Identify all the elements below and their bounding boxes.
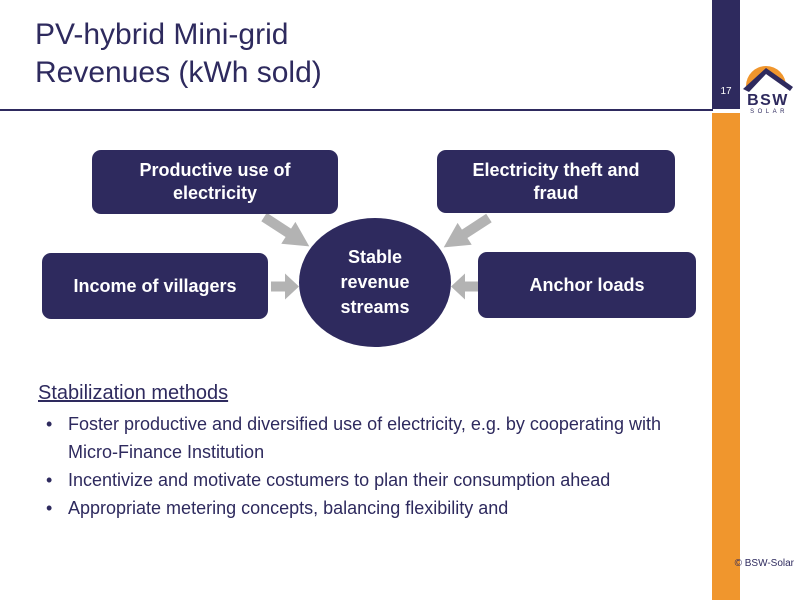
title-divider-line — [0, 109, 713, 111]
slide-title-line-1: PV-hybrid Mini-grid — [35, 18, 289, 51]
notes-bullet-list: Foster productive and diversified use of… — [38, 410, 666, 522]
bsw-solar-logo: BSW SOLAR — [743, 66, 793, 115]
logo-text-main: BSW — [747, 92, 789, 109]
bullet-item: Foster productive and diversified use of… — [38, 410, 666, 466]
arrow-down-left-icon — [443, 213, 492, 248]
slide-title-line-2: Revenues (kWh sold) — [35, 56, 322, 89]
diagram-box-income-of-villagers: Income of villagers — [42, 253, 268, 319]
page-number-strip: 17 — [712, 0, 740, 109]
diagram-center-stable-revenue: Stable revenue streams — [299, 218, 451, 347]
logo-text-sub: SOLAR — [750, 109, 788, 115]
copyright-text: © BSW-Solar — [734, 558, 794, 569]
slide-title: PV-hybrid Mini-grid Revenues (kWh sold) — [35, 16, 322, 92]
arrow-left-icon — [451, 273, 479, 300]
notes-heading: Stabilization methods — [38, 382, 229, 404]
bullet-item: Incentivize and motivate costumers to pl… — [38, 466, 666, 494]
mountain-icon — [743, 68, 793, 92]
diagram-box-electricity-theft: Electricity theft and fraud — [437, 150, 675, 213]
diagram-box-anchor-loads: Anchor loads — [478, 252, 696, 318]
side-accent-bar — [712, 113, 740, 600]
page-number: 17 — [720, 86, 732, 97]
arrow-right-icon — [271, 273, 299, 300]
arrow-down-right-icon — [261, 212, 310, 247]
diagram-box-productive-use: Productive use of electricity — [92, 150, 338, 214]
bullet-item: Appropriate metering concepts, balancing… — [38, 494, 666, 522]
